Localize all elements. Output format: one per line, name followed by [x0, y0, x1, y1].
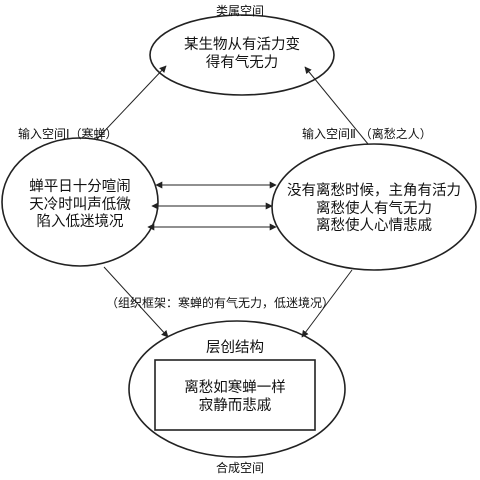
generic-space-line-2: 得有气无力 [205, 54, 279, 71]
generic-space-text: 某生物从有活力变 得有气无力 [150, 37, 334, 72]
input-space-1-label: 输入空间Ⅰ（寒蝉） [18, 127, 118, 141]
input-space-1-line-2: 天冷时叫声低微 [29, 196, 131, 213]
organizing-frame-label: （组织框架：寒蝉的有气无力，低迷境况） [106, 296, 335, 310]
input-space-2-text: 没有离愁时候，主角有活力 离愁使人有气无力 离愁使人心情悲戚 [272, 183, 476, 236]
arrow-input2-to-generic [304, 66, 369, 145]
generic-space-line-1: 某生物从有活力变 [184, 37, 300, 53]
input-space-2-line-3: 离愁使人心情悲戚 [316, 218, 432, 235]
generic-space-label: 类属空间 [215, 4, 264, 18]
input-space-2-label: 输入空间Ⅱ （离愁之人） [302, 127, 432, 141]
input-space-2-line-1: 没有离愁时候，主角有活力 [287, 183, 461, 199]
emergent-structure-label: 层创结构 [206, 340, 264, 356]
generic-space-ellipse [149, 14, 335, 96]
emergent-structure-line-2: 寂静而悲戚 [198, 397, 272, 414]
arrow-input1-to-blend [103, 266, 169, 338]
blended-space-ellipse [128, 320, 346, 458]
emergent-structure-text: 离愁如寒蝉一样 寂静而悲戚 [156, 380, 314, 415]
arrow-input1-to-generic [95, 65, 167, 141]
arrow-input2-to-blend [301, 269, 353, 338]
input-space-1-line-3: 陷入低迷境况 [36, 214, 124, 231]
input-space-1-ellipse [1, 137, 159, 267]
input-space-2-line-2: 离愁使人有气无力 [316, 200, 432, 217]
input-space-1-line-1: 蝉平日十分喧闹 [29, 179, 131, 195]
input-space-1-text: 蝉平日十分喧闹 天冷时叫声低微 陷入低迷境况 [2, 179, 158, 232]
emergent-structure-box [154, 359, 316, 431]
blended-space-label: 合成空间 [215, 461, 264, 475]
emergent-structure-line-1: 离愁如寒蝉一样 [184, 380, 286, 396]
